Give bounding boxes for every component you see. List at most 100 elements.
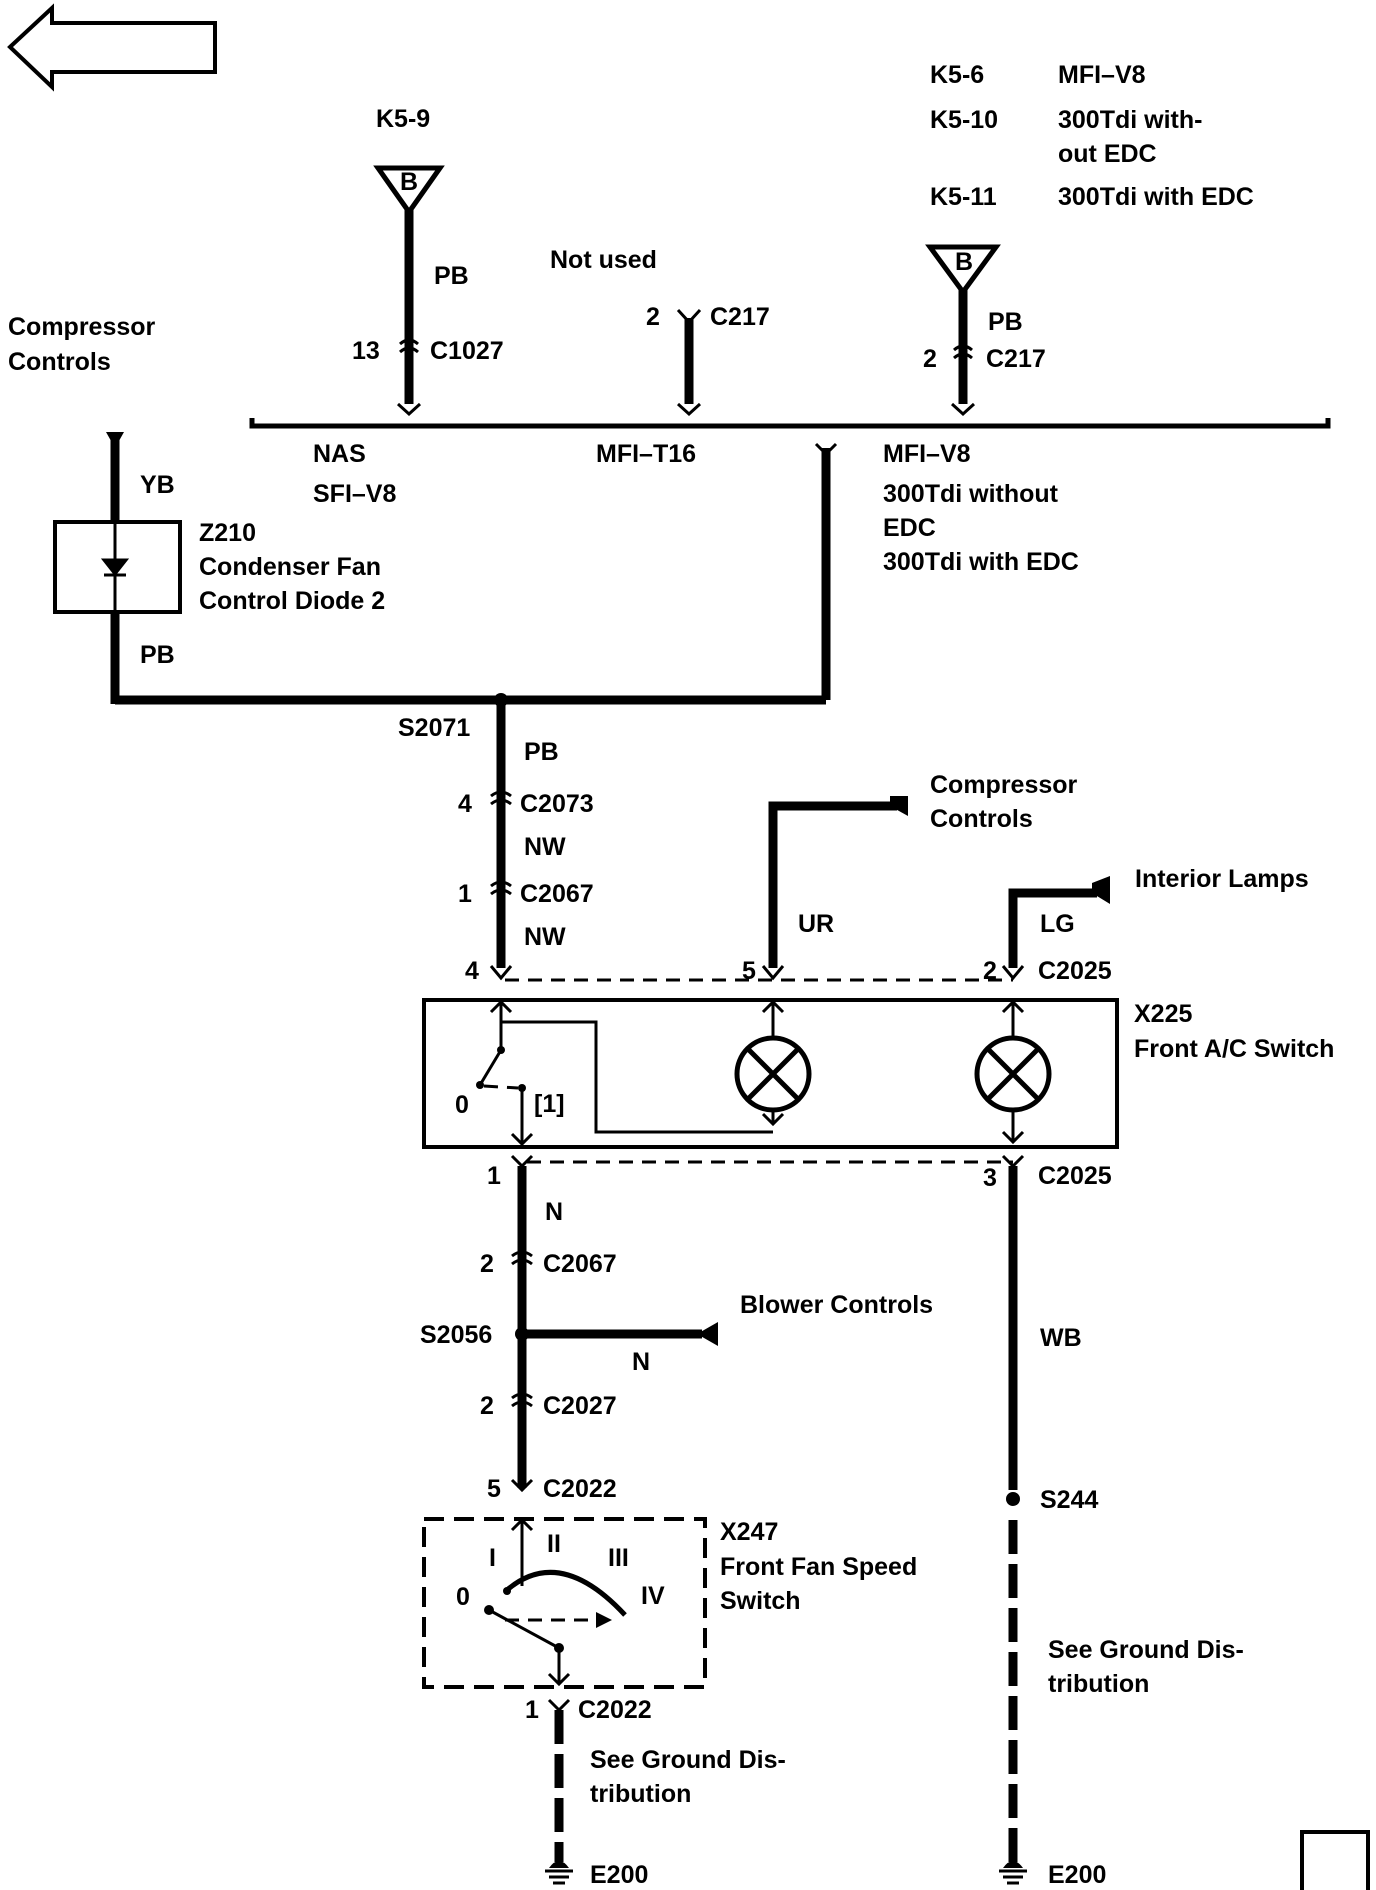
connector-c2067b: C2067: [543, 1250, 617, 1278]
connector-c2022a: C2022: [543, 1475, 617, 1503]
comp-controls-arrow-icon: [890, 796, 908, 816]
switch-pos-1: [1]: [534, 1090, 565, 1118]
x225-desc: Front A/C Switch: [1134, 1035, 1334, 1063]
splice-s244: [1006, 1492, 1020, 1506]
speed-4: IV: [641, 1582, 665, 1610]
variant-sfi-v8: SFI–V8: [313, 480, 396, 508]
c2025-top-pins: [489, 965, 1025, 981]
bus-entries: [396, 402, 976, 417]
connector-c1027-icon: [399, 338, 419, 354]
blower-controls: Blower Controls: [740, 1291, 933, 1319]
connector-c2067-icon: [490, 880, 512, 896]
pin-1-c2022: 1: [525, 1696, 539, 1724]
wire-label-lg: LG: [1040, 910, 1075, 938]
variant-tdi-w: 300Tdi with EDC: [883, 548, 1079, 576]
switch-contact-0: [476, 1081, 484, 1089]
x247-desc-2: Switch: [720, 1587, 801, 1615]
x247-label: X247: [720, 1518, 778, 1546]
pin-5-c2025: 5: [742, 957, 756, 985]
legend-k5-10-desc2: out EDC: [1058, 140, 1157, 168]
fuse-right-icon: [925, 244, 1001, 297]
wire-label-pb-left: PB: [140, 641, 175, 669]
wire-label-nw-1: NW: [524, 833, 566, 861]
wire-ur: [768, 801, 897, 968]
lamp2-bottom-lead: [1001, 1110, 1025, 1145]
variant-tdi-wo-2: EDC: [883, 514, 936, 542]
interior-lamps: Interior Lamps: [1135, 865, 1309, 893]
pin-2b: 2: [923, 345, 937, 373]
diode-icon: [100, 558, 130, 577]
pin-13: 13: [352, 337, 380, 365]
connector-c2027: C2027: [543, 1392, 617, 1420]
connector-c217a: C217: [710, 303, 770, 331]
left-comp-2: Controls: [8, 348, 111, 376]
splice-s244-label: S244: [1040, 1486, 1098, 1514]
lamp1-bottom-lead: [761, 1110, 785, 1127]
wire-label-pb-1: PB: [434, 262, 469, 290]
diode-desc-2: Control Diode 2: [199, 587, 385, 615]
wire-label-n-1: N: [545, 1198, 563, 1226]
variant-bus: [249, 418, 1331, 429]
pin-2-c2025: 2: [983, 957, 997, 985]
ground-1-text-a: See Ground Dis-: [590, 1746, 786, 1774]
ground-2-text-a: See Ground Dis-: [1048, 1636, 1244, 1664]
left-comp-1: Compressor: [8, 313, 156, 341]
mid-comp-2: Controls: [930, 805, 1033, 833]
legend-k5-6: K5-6: [930, 61, 984, 89]
pin-4-c2025: 4: [465, 957, 479, 985]
lamp2-top-lead: [1001, 999, 1025, 1038]
wire-label-pb-2: PB: [988, 308, 1023, 336]
switch-out-arrow: [510, 1132, 534, 1147]
lamp-2-cross: [986, 1047, 1040, 1101]
connector-c217a-icon: [676, 308, 702, 325]
fan-switch-arm: [488, 1608, 560, 1650]
ground-e200-2-icon: [999, 1861, 1027, 1885]
fuse-right-letter: B: [955, 248, 973, 276]
fan-switch-arc: [505, 1569, 627, 1617]
variant-nas: NAS: [313, 440, 366, 468]
lamp-1-cross: [746, 1047, 800, 1101]
lamp1-top-lead: [761, 999, 785, 1038]
not-used-label: Not used: [550, 246, 657, 274]
wire-label-pb-mid: PB: [524, 738, 559, 766]
speed-0: 0: [456, 1583, 470, 1611]
speed-3: III: [608, 1544, 629, 1572]
interior-lamps-arrow-icon: [1092, 876, 1110, 904]
back-arrow-icon[interactable]: [7, 3, 217, 92]
fan-switch-input: [510, 1517, 534, 1586]
x247-desc-1: Front Fan Speed: [720, 1553, 917, 1581]
switch-arm: [478, 1049, 503, 1086]
x225-label: X225: [1134, 1000, 1192, 1028]
connector-c2025-top: C2025: [1038, 957, 1112, 985]
wire-lg: [1008, 888, 1097, 968]
blower-arrow-icon: [697, 1322, 718, 1346]
connector-c2027-icon: [511, 1392, 533, 1408]
switch-internal-wiring: [489, 999, 773, 1134]
legend-k5-11-desc: 300Tdi with EDC: [1058, 183, 1254, 211]
switch-dash: [483, 1084, 519, 1090]
connector-c2022a-icon: [510, 1478, 534, 1493]
wire-label-ur: UR: [798, 910, 834, 938]
connector-c217b: C217: [986, 345, 1046, 373]
splice-s2056-label: S2056: [420, 1321, 492, 1349]
wire-label-wb: WB: [1040, 1324, 1082, 1352]
fan-switch-arrow-icon: [596, 1612, 612, 1628]
wire-label-nw-2: NW: [524, 923, 566, 951]
connector-c2067: C2067: [520, 880, 594, 908]
connector-c2022b-icon: [547, 1698, 571, 1713]
fuse-k5-9-letter: B: [400, 168, 418, 196]
pin-2-c2067: 2: [480, 1250, 494, 1278]
wire-label-n-2: N: [632, 1348, 650, 1376]
ground-e200-1-icon: [545, 1861, 573, 1885]
fuse-k5-9-icon: [373, 165, 445, 217]
speed-2: II: [547, 1530, 561, 1558]
page-box[interactable]: [1300, 1830, 1370, 1890]
connector-c2073-icon: [490, 790, 512, 806]
pin-5-c2022: 5: [487, 1475, 501, 1503]
connector-c2073: C2073: [520, 790, 594, 818]
pin-2-c2027: 2: [480, 1392, 494, 1420]
connector-c2067b-icon: [511, 1250, 533, 1266]
pin-4-c2073: 4: [458, 790, 472, 818]
legend-k5-11: K5-11: [930, 183, 997, 211]
variant-mfi-t16: MFI–T16: [596, 440, 696, 468]
